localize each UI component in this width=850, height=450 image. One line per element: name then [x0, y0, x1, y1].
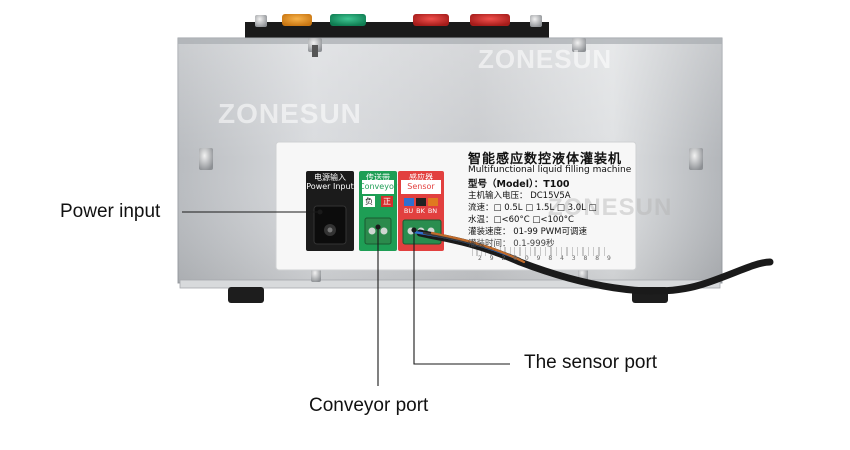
sensor-label-cn: 感应器 — [409, 173, 433, 182]
panel-model: 型号（Model）：T100 — [468, 179, 570, 190]
callout-lines — [182, 209, 510, 386]
sensor-label-en: Sensor — [407, 182, 435, 191]
watermark-left: ZONESUN — [218, 98, 362, 129]
sensor-wire-bn: BN — [427, 207, 438, 215]
red-button-2 — [470, 14, 510, 26]
sensor-wire-bu: BU — [403, 207, 414, 215]
sensor-leader — [413, 230, 510, 365]
watermark-panel: ZONESUN — [548, 194, 673, 221]
sensor-wire-bk: BK — [416, 207, 425, 215]
power-label-en: Power Input — [306, 182, 354, 191]
panel-title-cn: 智能感应数控液体灌装机 — [468, 152, 623, 167]
panel-title-en: Multifunctional liquid filling machine — [468, 165, 632, 175]
conveyor-neg: 负 — [363, 196, 375, 207]
panel-flow: 流速：□ 0.5L □ 1.5L □ 3.0L □ — [468, 203, 597, 213]
green-button — [330, 14, 366, 26]
watermark-top: ZONESUN — [478, 44, 613, 74]
top-screw-left — [255, 15, 267, 27]
panel-time: 灌装时间： 0.1-999秒 — [468, 239, 555, 249]
panel-voltage: 主机输入电压： DC15V5A — [468, 191, 571, 201]
callout-power-input: Power input — [60, 201, 161, 222]
top-screw-right — [530, 15, 542, 27]
red-button — [413, 14, 449, 26]
callout-sensor-port: The sensor port — [524, 352, 658, 373]
left-foot — [228, 287, 264, 303]
panel-temp: 水温：□<60°C □<100°C — [468, 215, 574, 225]
conveyor-label-cn: 传送带 — [366, 173, 390, 182]
callout-conveyor-port: Conveyor port — [309, 395, 429, 416]
conveyor-label-en: Conveyor — [359, 182, 398, 191]
power-label-cn: 电源输入 — [314, 173, 346, 182]
base-plate — [179, 279, 721, 289]
housing-screws — [199, 38, 703, 282]
panel-speed: 灌装速度： 01-99 PWM可调速 — [468, 227, 587, 237]
conveyor-pos: 正 — [381, 196, 393, 207]
sensor-cable — [412, 229, 774, 295]
amber-button — [282, 14, 312, 26]
barcode-digits: 2 9 2 6 0 9 8 4 3 8 8 9 — [478, 255, 614, 262]
